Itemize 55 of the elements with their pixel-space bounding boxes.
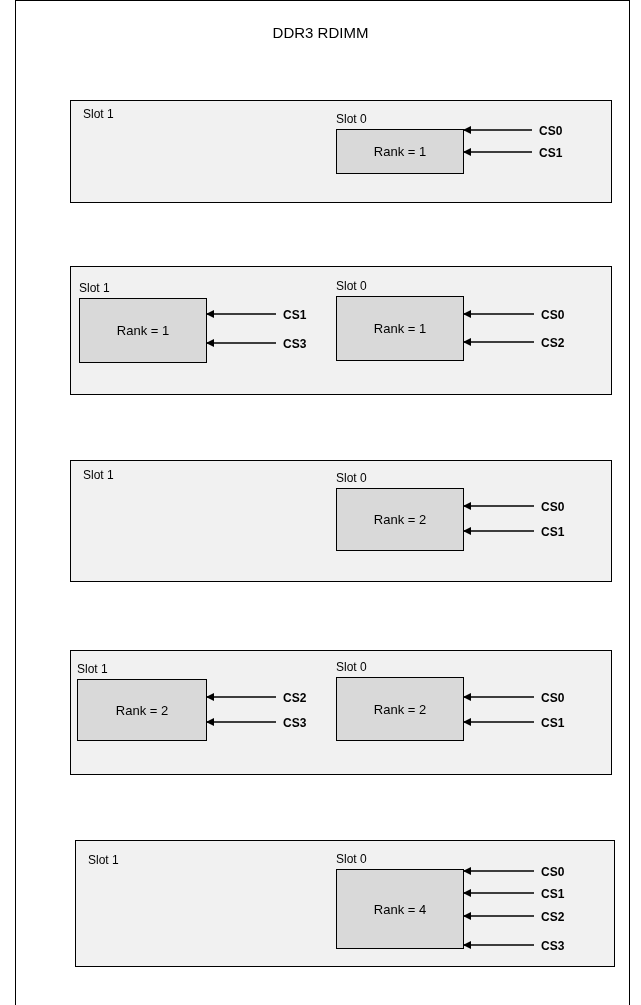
chip-select-label: CS0: [541, 690, 565, 706]
chip-select-label: CS3: [283, 715, 307, 731]
rank-label: Rank = 1: [373, 321, 427, 336]
chip-select-label: CS2: [541, 909, 565, 925]
chip-select-label: CS1: [539, 145, 563, 161]
slot-panel: [70, 650, 612, 775]
slot-label: Slot 0: [336, 852, 367, 868]
chip-select-label: CS1: [283, 307, 307, 323]
slot-panel: [70, 266, 612, 395]
arrow: [462, 310, 535, 318]
chip-select-label: CS1: [541, 524, 565, 540]
diagram-title: DDR3 RDIMM: [271, 24, 370, 41]
chip-select-label: CS0: [541, 499, 565, 515]
arrow: [205, 718, 277, 726]
rank-label: Rank = 1: [116, 323, 170, 338]
slot-panel: [70, 460, 612, 582]
slot-label: Slot 0: [336, 471, 367, 487]
slot-label: Slot 0: [336, 660, 367, 676]
slot-panel: [70, 100, 612, 203]
arrow: [462, 718, 535, 726]
slot-label: Slot 1: [79, 281, 110, 297]
arrow: [462, 889, 535, 897]
chip-select-label: CS2: [541, 335, 565, 351]
arrow: [462, 338, 535, 346]
arrow: [462, 126, 533, 134]
chip-select-label: CS3: [541, 938, 565, 954]
chip-select-label: CS0: [539, 123, 563, 139]
arrow: [462, 148, 533, 156]
chip-select-label: CS1: [541, 715, 565, 731]
slot-label: Slot 1: [83, 107, 114, 121]
arrow: [462, 867, 535, 875]
slot-label: Slot 1: [88, 853, 119, 867]
arrow: [205, 339, 277, 347]
chip-select-label: CS2: [283, 690, 307, 706]
slot-label: Slot 0: [336, 279, 367, 295]
arrow: [462, 502, 535, 510]
slot-label: Slot 1: [83, 468, 114, 482]
arrow: [205, 693, 277, 701]
chip-select-label: CS0: [541, 864, 565, 880]
rank-label: Rank = 2: [115, 702, 169, 718]
chip-select-label: CS1: [541, 886, 565, 902]
chip-select-label: CS0: [541, 307, 565, 323]
rank-label: Rank = 1: [373, 144, 427, 159]
arrow: [462, 693, 535, 701]
arrow: [462, 912, 535, 920]
slot-label: Slot 0: [336, 112, 367, 128]
rank-label: Rank = 2: [373, 701, 427, 717]
rank-label: Rank = 2: [373, 512, 427, 527]
chip-select-label: CS3: [283, 336, 307, 352]
arrow: [462, 527, 535, 535]
arrow: [205, 310, 277, 318]
arrow: [462, 941, 535, 949]
rank-label: Rank = 4: [373, 901, 427, 917]
slot-label: Slot 1: [77, 662, 108, 678]
slot-panel: [75, 840, 615, 967]
